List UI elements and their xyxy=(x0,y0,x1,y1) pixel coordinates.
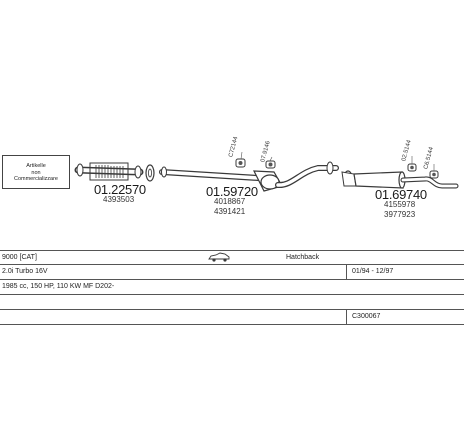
gasket-drawing xyxy=(145,164,155,182)
vehicle-ref: C300067 xyxy=(352,313,381,320)
hanger-clamp-drawing xyxy=(235,158,276,169)
leader-lines xyxy=(240,151,435,171)
part-oe-front-pipe-1: 4393503 xyxy=(103,195,135,204)
part-oe-centre-pipe-1: 4018867 xyxy=(214,197,246,206)
notice-line-3: Commercializzare xyxy=(13,176,58,182)
centre-pipe-drawing xyxy=(159,161,339,192)
part-code-rear-silencer: 01.69740 xyxy=(375,187,427,202)
car-body-icon xyxy=(208,252,230,262)
exhaust-diagram xyxy=(74,151,459,192)
part-oe-rear-silencer-2: 3977923 xyxy=(384,210,416,219)
vehicle-spec: 1985 cc, 150 HP, 110 KW MF D202- xyxy=(2,283,115,290)
part-code-centre-pipe: 01.59720 xyxy=(206,184,258,199)
notice-box: Artikelle non Commercializzare xyxy=(2,155,70,189)
table-divider-2 xyxy=(346,309,347,324)
vehicle-model: 9000 [CAT] xyxy=(2,254,37,261)
notice-line-1: Artikelle xyxy=(26,163,46,169)
table-rule-2 xyxy=(0,264,464,265)
vehicle-years: 01/94 - 12/97 xyxy=(352,268,394,275)
table-rule-4 xyxy=(0,294,464,295)
vehicle-body: Hatchback xyxy=(286,254,320,261)
table-rule-6 xyxy=(0,324,464,325)
vehicle-engine: 2.0i Turbo 16V xyxy=(2,268,48,275)
part-oe-rear-silencer-1: 4155978 xyxy=(384,200,416,209)
rear-silencer-drawing xyxy=(341,163,459,189)
table-rule-5 xyxy=(0,309,464,310)
notice-line-2: non xyxy=(31,169,41,176)
part-oe-centre-pipe-2: 4391421 xyxy=(214,207,246,216)
table-rule-3 xyxy=(0,279,464,280)
table-rule-1 xyxy=(0,250,464,251)
table-divider-1 xyxy=(346,264,347,279)
part-code-front-pipe: 01.22570 xyxy=(94,182,146,197)
front-pipe-drawing xyxy=(74,162,144,181)
